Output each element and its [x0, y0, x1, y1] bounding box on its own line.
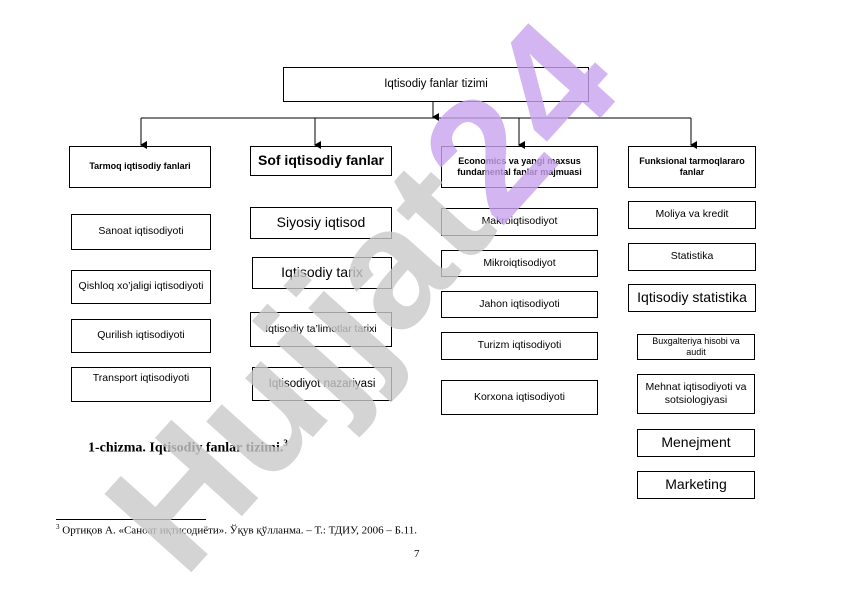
footnote-separator: [56, 519, 206, 520]
category-1-item-1: Sanoat iqtisodiyoti: [71, 214, 211, 250]
category-2-item-1: Siyosiy iqtisod: [250, 207, 392, 239]
figure-caption-footnote-mark: 3: [283, 438, 288, 448]
category-3-item-5: Korxona iqtisodiyoti: [441, 380, 598, 415]
category-4-item-4: Buxgalteriya hisobi va audit: [637, 334, 755, 360]
figure-caption: 1-chizma. Iqtisodiy fanlar tizimi.3: [88, 438, 288, 457]
category-3-header: Economics va yangi maxsus fundamental fa…: [441, 146, 598, 188]
category-4-item-7: Marketing: [637, 471, 755, 499]
footnote-text: Ортиқов А. «Саноат иқтисодиёти». Ўқув қў…: [59, 524, 418, 537]
category-2-item-4: Iqtisodiyot nazariyasi: [252, 367, 392, 401]
category-4-header: Funksional tarmoqlararo fanlar: [628, 146, 756, 188]
footnote-mark: 3: [56, 523, 60, 531]
category-3-item-1: Makroiqtisodiyot: [441, 208, 598, 236]
category-1-item-2: Qishloq xo’jaligi iqtisodiyoti: [71, 270, 211, 304]
category-4-item-6: Menejment: [637, 429, 755, 457]
category-4-item-3: Iqtisodiy statistika: [628, 284, 756, 312]
page-number: 7: [414, 548, 420, 560]
category-2-item-3: Iqtisodiy ta’limotlar tarixi: [250, 312, 392, 347]
root-node: Iqtisodiy fanlar tizimi: [283, 67, 589, 102]
category-2-item-2: Iqtisodiy tarix: [252, 257, 392, 289]
category-1-item-3: Qurilish iqtisodiyoti: [71, 319, 211, 353]
figure-caption-text: 1-chizma. Iqtisodiy fanlar tizimi.: [88, 440, 284, 456]
category-1-item-4: Transport iqtisodiyoti: [71, 367, 211, 402]
footnote: 3 Ортиқов А. «Саноат иқтисодиёти». Ўқув …: [56, 523, 417, 537]
category-2-header: Sof iqtisodiy fanlar: [250, 146, 392, 176]
category-3-item-2: Mikroiqtisodiyot: [441, 250, 598, 277]
category-4-item-5: Mehnat iqtisodiyoti va sotsiologiyasi: [637, 374, 755, 414]
category-4-item-2: Statistika: [628, 243, 756, 271]
category-3-item-3: Jahon iqtisodiyoti: [441, 291, 598, 318]
category-4-item-1: Moliya va kredit: [628, 201, 756, 229]
category-3-item-4: Turizm iqtisodiyoti: [441, 332, 598, 360]
category-1-header: Tarmoq iqtisodiy fanlari: [69, 146, 211, 188]
